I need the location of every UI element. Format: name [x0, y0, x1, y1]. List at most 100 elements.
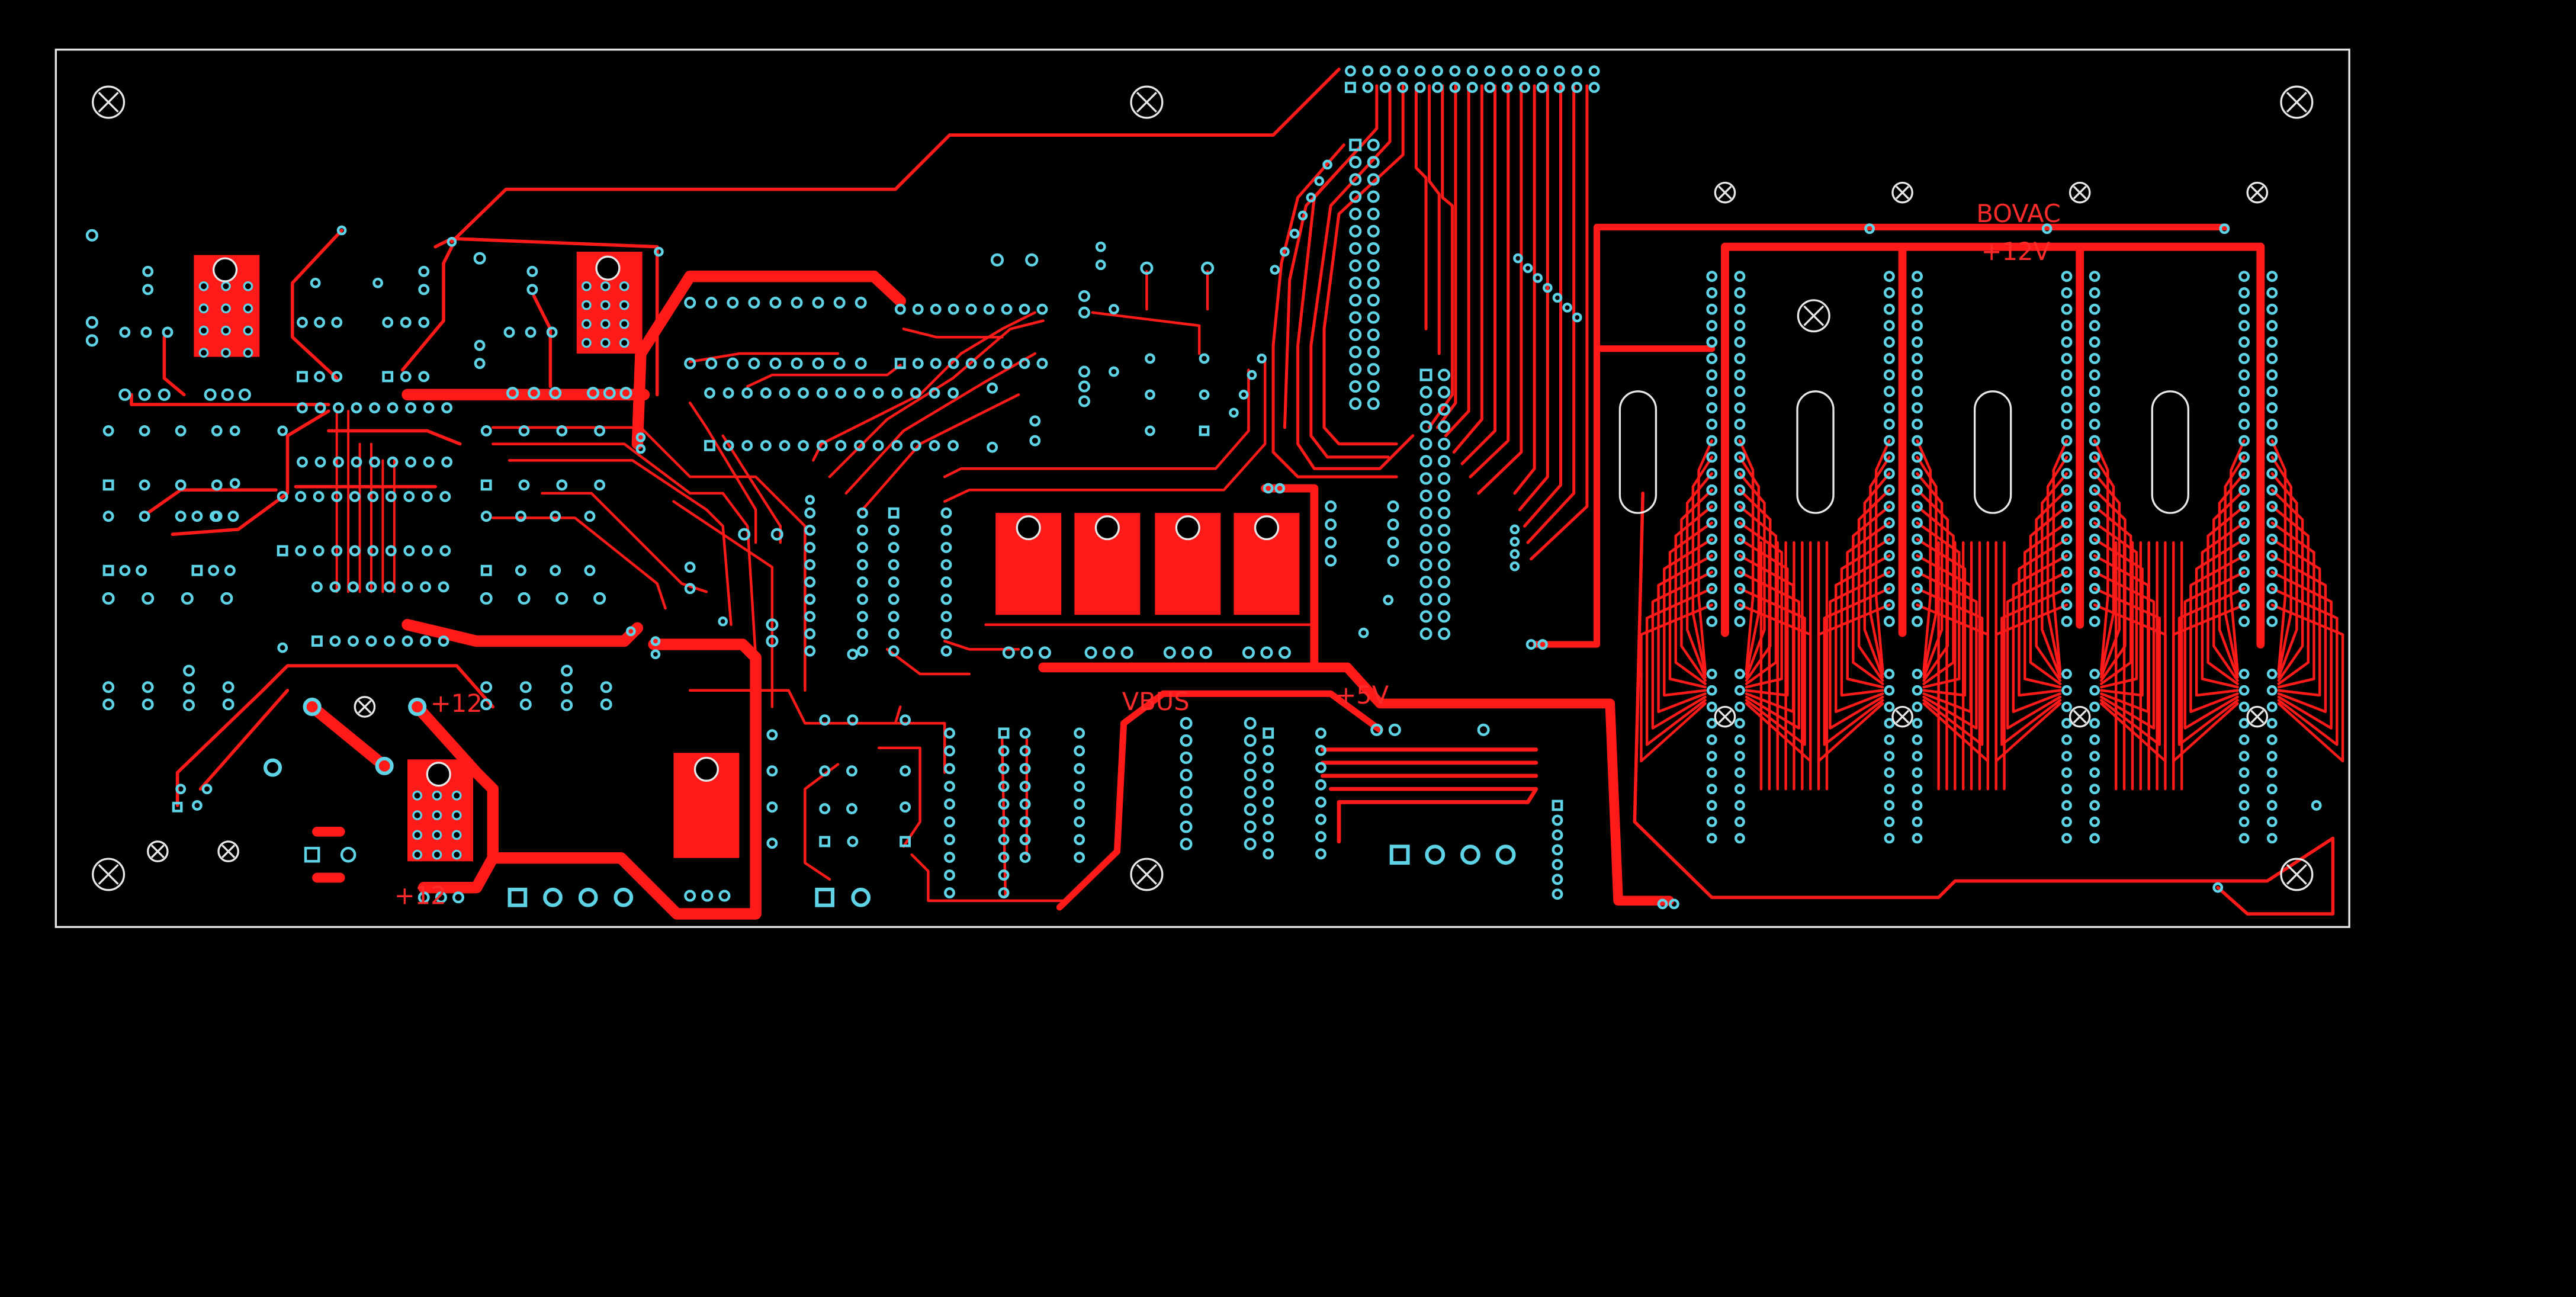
- via-icon: [582, 319, 592, 329]
- via-icon: [365, 635, 377, 647]
- via-icon: [2238, 271, 2250, 282]
- mounting-hole-icon: [92, 85, 126, 119]
- via-icon: [2266, 271, 2278, 282]
- via-icon: [142, 265, 154, 277]
- via-icon: [1912, 669, 1923, 679]
- via-icon: [1016, 515, 1041, 541]
- via-icon: [940, 611, 952, 622]
- via-icon: [2061, 418, 2073, 430]
- via-icon: [423, 456, 435, 468]
- via-icon: [385, 490, 397, 502]
- via-icon: [1734, 615, 1746, 627]
- via-icon: [582, 281, 592, 291]
- via-icon: [779, 439, 791, 451]
- via-icon: [2089, 402, 2100, 414]
- via-icon: [480, 592, 493, 605]
- via-icon: [727, 357, 739, 370]
- via-icon: [1734, 484, 1746, 496]
- via-icon: [2266, 435, 2278, 447]
- via-icon: [333, 402, 344, 414]
- mounting-hole-icon: [1130, 85, 1164, 119]
- via-icon: [313, 490, 325, 502]
- via-icon: [142, 698, 154, 711]
- via-icon: [198, 325, 209, 336]
- via-icon: [912, 303, 924, 315]
- via-icon: [1414, 82, 1426, 94]
- via-icon: [2061, 615, 2073, 627]
- via-icon: [1509, 549, 1520, 559]
- via-icon: [119, 564, 131, 576]
- via-icon: [1367, 224, 1380, 237]
- via-icon: [1912, 816, 1923, 827]
- via-icon: [2266, 402, 2278, 414]
- via-icon: [600, 698, 612, 711]
- via-icon: [556, 425, 568, 436]
- trace-power-bus-1: [631, 270, 906, 450]
- via-icon: [1883, 336, 1895, 348]
- via-icon: [1244, 751, 1257, 765]
- via-icon: [704, 439, 715, 451]
- via-icon: [480, 425, 492, 436]
- via-icon: [600, 300, 611, 310]
- via-icon: [888, 645, 900, 657]
- via-icon: [1074, 745, 1085, 757]
- via-icon: [2061, 767, 2072, 778]
- mounting-hole-icon: [1714, 181, 1736, 204]
- via-icon: [1349, 311, 1362, 324]
- via-icon: [198, 348, 209, 358]
- via-icon: [183, 699, 195, 711]
- via-icon: [418, 265, 430, 277]
- via-icon: [2061, 833, 2072, 844]
- via-icon: [684, 890, 696, 902]
- via-icon: [1883, 468, 1895, 479]
- via-icon: [1912, 767, 1923, 778]
- via-icon: [2311, 800, 2322, 811]
- via-icon: [1038, 646, 1051, 659]
- via-icon: [619, 338, 629, 348]
- via-icon: [888, 611, 900, 622]
- via-icon: [1278, 646, 1291, 659]
- via-icon: [1883, 386, 1895, 397]
- via-icon: [940, 507, 952, 519]
- via-icon: [1495, 845, 1516, 865]
- via-icon: [1734, 517, 1746, 529]
- via-icon: [722, 387, 734, 399]
- via-icon: [204, 388, 217, 401]
- via-icon: [1379, 82, 1391, 94]
- via-icon: [382, 371, 394, 383]
- via-icon: [447, 237, 457, 247]
- trace-left-9: [162, 335, 186, 397]
- via-icon: [819, 765, 831, 777]
- via-icon: [983, 358, 995, 370]
- via-icon: [1109, 304, 1119, 314]
- via-icon: [1706, 718, 1717, 729]
- via-icon: [857, 524, 868, 536]
- via-icon: [2089, 484, 2100, 496]
- via-icon: [209, 511, 221, 522]
- via-icon: [1706, 583, 1718, 595]
- via-icon: [594, 425, 606, 436]
- via-icon: [1438, 472, 1451, 485]
- via-icon: [2238, 500, 2250, 512]
- via-icon: [1438, 368, 1451, 381]
- via-icon: [835, 439, 847, 451]
- via-icon: [584, 511, 596, 522]
- via-icon: [1315, 762, 1326, 773]
- via-icon: [1103, 646, 1116, 659]
- via-icon: [833, 297, 846, 309]
- via-icon: [819, 714, 831, 726]
- via-icon: [1145, 389, 1155, 400]
- via-icon: [438, 635, 449, 647]
- via-icon: [900, 836, 911, 847]
- via-icon: [2061, 701, 2072, 712]
- via-icon: [2061, 669, 2072, 679]
- via-icon: [894, 358, 906, 370]
- via-icon: [1706, 468, 1718, 479]
- via-icon: [102, 425, 114, 436]
- via-icon: [766, 634, 779, 648]
- via-icon: [900, 801, 911, 813]
- via-icon: [1367, 362, 1380, 375]
- via-icon: [400, 316, 412, 328]
- via-icon: [582, 338, 592, 348]
- via-icon: [1349, 259, 1362, 272]
